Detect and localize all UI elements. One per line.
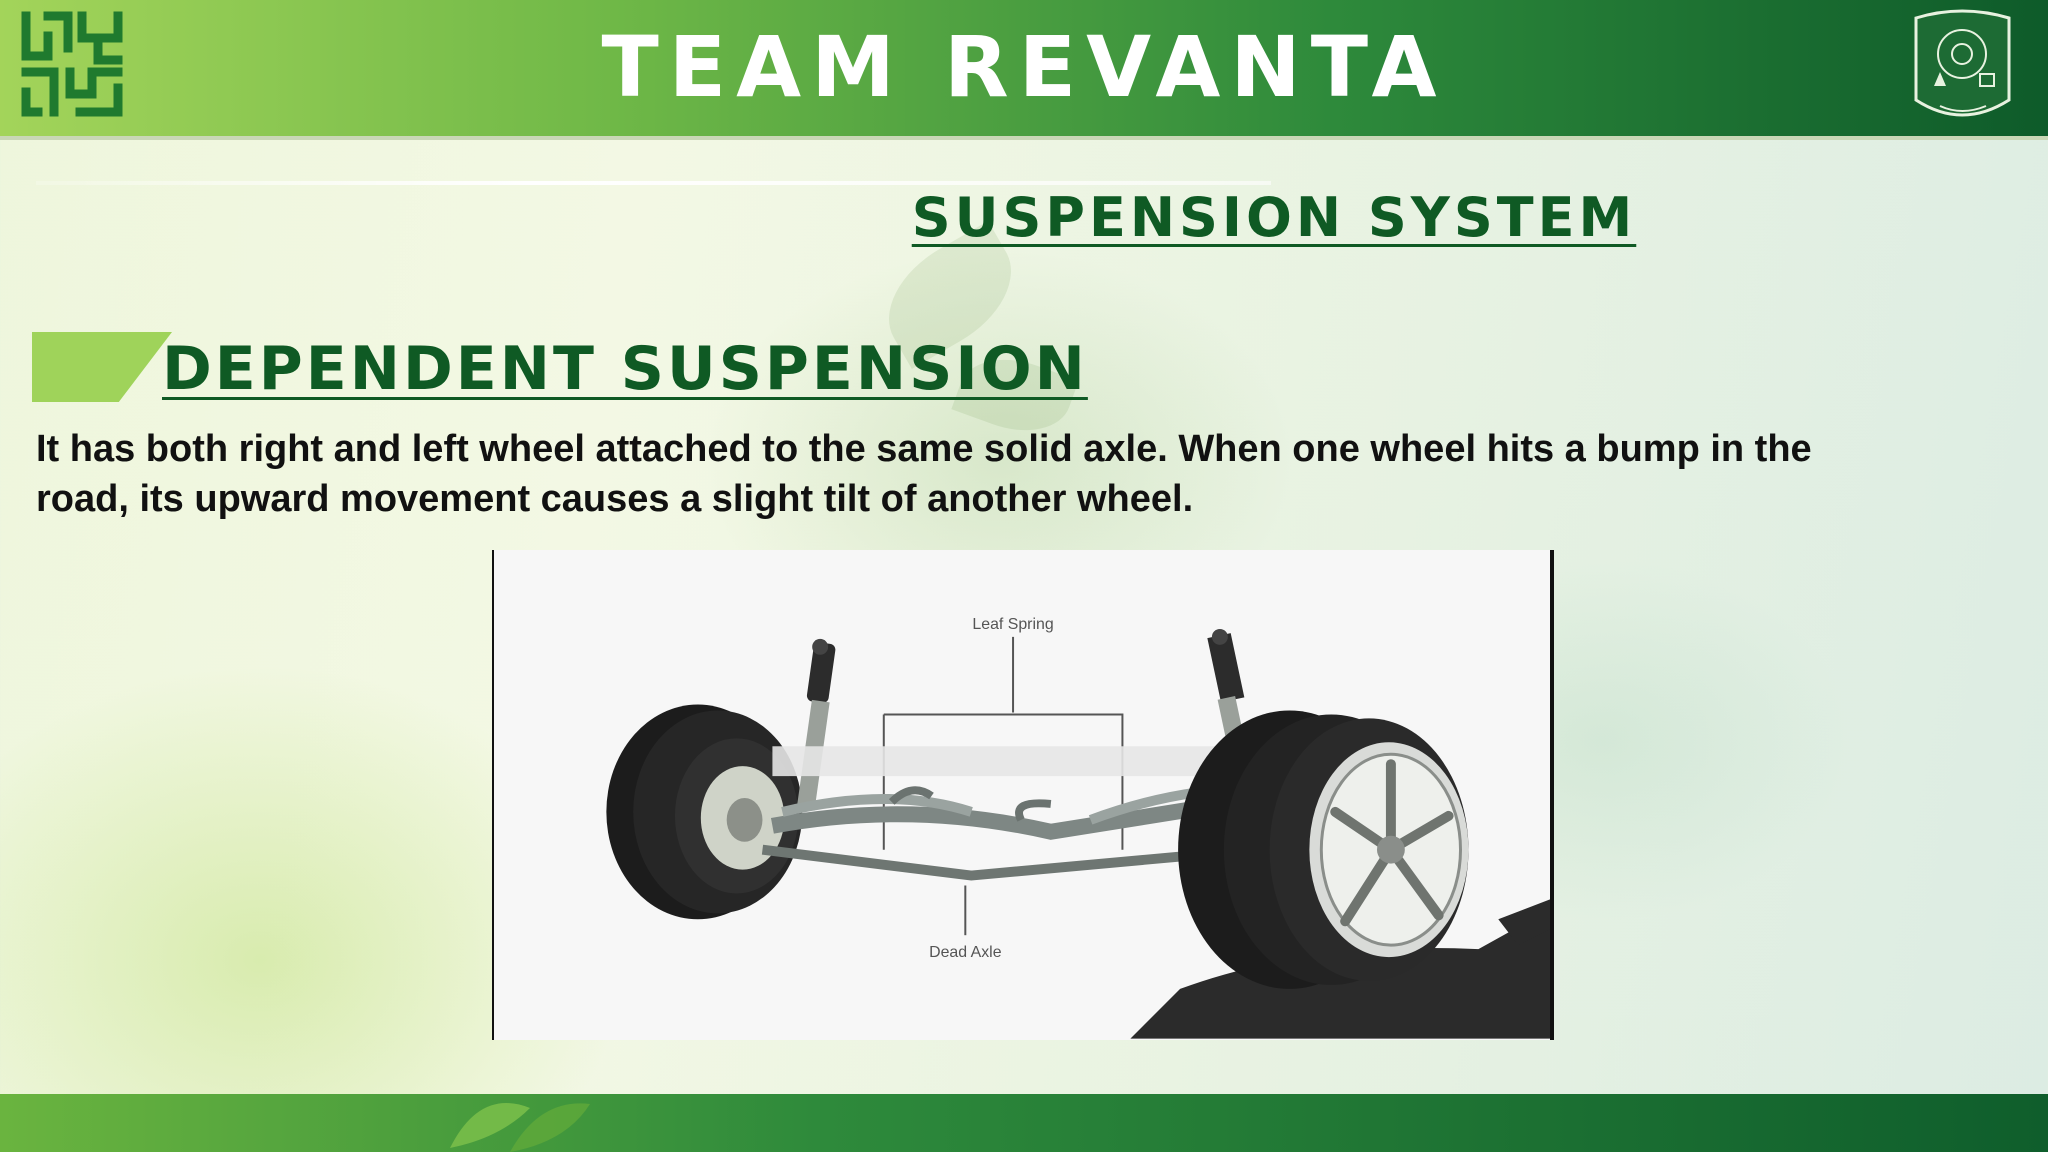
section-heading-text: DEPENDENT SUSPENSION xyxy=(162,334,1088,404)
dead-axle xyxy=(761,844,1191,881)
institute-emblem-icon xyxy=(1910,8,2015,128)
header-title: TEAM REVANTA xyxy=(601,18,1447,116)
body-line: It has both right and left wheel attache… xyxy=(36,428,1812,470)
leaf-spring-assembly xyxy=(770,783,1251,840)
footer-leaf-decoration xyxy=(440,1068,600,1152)
left-wheel xyxy=(606,704,803,920)
suspension-illustration: Leaf Spring Dead Axle xyxy=(606,616,1550,1039)
slide-subtitle: SUSPENSION SYSTEM xyxy=(911,186,1637,249)
suspension-diagram: Leaf Spring Dead Axle xyxy=(492,550,1554,1040)
label-leaf-spring: Leaf Spring xyxy=(972,616,1053,633)
divider-rule xyxy=(36,181,1271,185)
left-shock-absorber xyxy=(796,638,836,811)
right-wheel xyxy=(1178,710,1469,989)
label-dead-axle: Dead Axle xyxy=(929,944,1002,961)
section-heading: DEPENDENT SUSPENSION xyxy=(112,334,1088,404)
footer-bar xyxy=(0,1094,2048,1152)
maze-logo-icon xyxy=(18,8,128,120)
body-paragraph: It has both right and left wheel attache… xyxy=(36,424,1996,524)
body-line: road, its upward movement causes a sligh… xyxy=(36,478,1194,520)
header-bar: TEAM REVANTA xyxy=(0,0,2048,140)
